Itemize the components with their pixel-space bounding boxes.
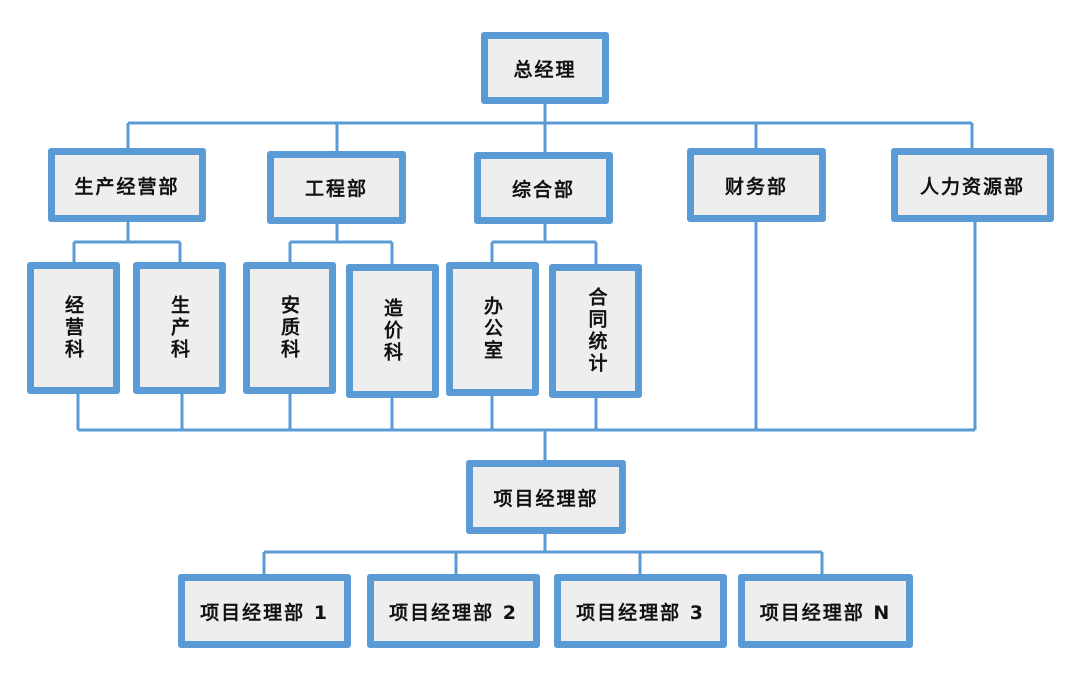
node-label: 综合部 bbox=[511, 178, 575, 201]
node-label: 项目经理部 1 bbox=[200, 601, 329, 624]
node-sub-production: 生产科 bbox=[133, 262, 226, 394]
node-label: 生产科 bbox=[168, 295, 190, 361]
node-dept-human-resources: 人力资源部 bbox=[891, 148, 1054, 222]
node-project-unit-3: 项目经理部 3 bbox=[554, 574, 727, 648]
node-label: 项目经理部 2 bbox=[389, 601, 518, 624]
node-sub-safety-quality: 安质科 bbox=[243, 262, 336, 394]
node-dept-engineering: 工程部 bbox=[267, 151, 406, 224]
node-sub-contract-statistics: 合同统计 bbox=[549, 264, 642, 398]
node-label: 造价科 bbox=[381, 298, 403, 364]
node-label: 人力资源部 bbox=[919, 175, 1025, 198]
node-label: 项目经理部 bbox=[493, 487, 599, 510]
node-dept-finance: 财务部 bbox=[687, 148, 826, 222]
node-sub-cost: 造价科 bbox=[346, 264, 439, 398]
node-label: 项目经理部 3 bbox=[576, 601, 705, 624]
node-label: 总经理 bbox=[513, 58, 577, 81]
node-sub-office: 办公室 bbox=[446, 262, 539, 396]
node-label: 合同统计 bbox=[585, 287, 608, 375]
node-dept-production-operations: 生产经营部 bbox=[48, 148, 206, 222]
node-label: 项目经理部 N bbox=[759, 601, 892, 624]
node-label: 财务部 bbox=[724, 175, 788, 198]
node-project-unit-2: 项目经理部 2 bbox=[367, 574, 540, 648]
node-label: 工程部 bbox=[304, 178, 368, 200]
node-label: 安质科 bbox=[278, 295, 300, 361]
node-dept-general-affairs: 综合部 bbox=[474, 152, 613, 224]
node-project-dept: 项目经理部 bbox=[466, 460, 626, 534]
node-general-manager: 总经理 bbox=[481, 32, 609, 104]
node-project-unit-1: 项目经理部 1 bbox=[178, 574, 351, 648]
node-label: 办公室 bbox=[481, 296, 503, 362]
node-label: 生产经营部 bbox=[74, 175, 180, 198]
node-label: 经营科 bbox=[62, 295, 84, 361]
node-project-unit-n: 项目经理部 N bbox=[738, 574, 913, 648]
node-sub-operations: 经营科 bbox=[27, 262, 120, 394]
